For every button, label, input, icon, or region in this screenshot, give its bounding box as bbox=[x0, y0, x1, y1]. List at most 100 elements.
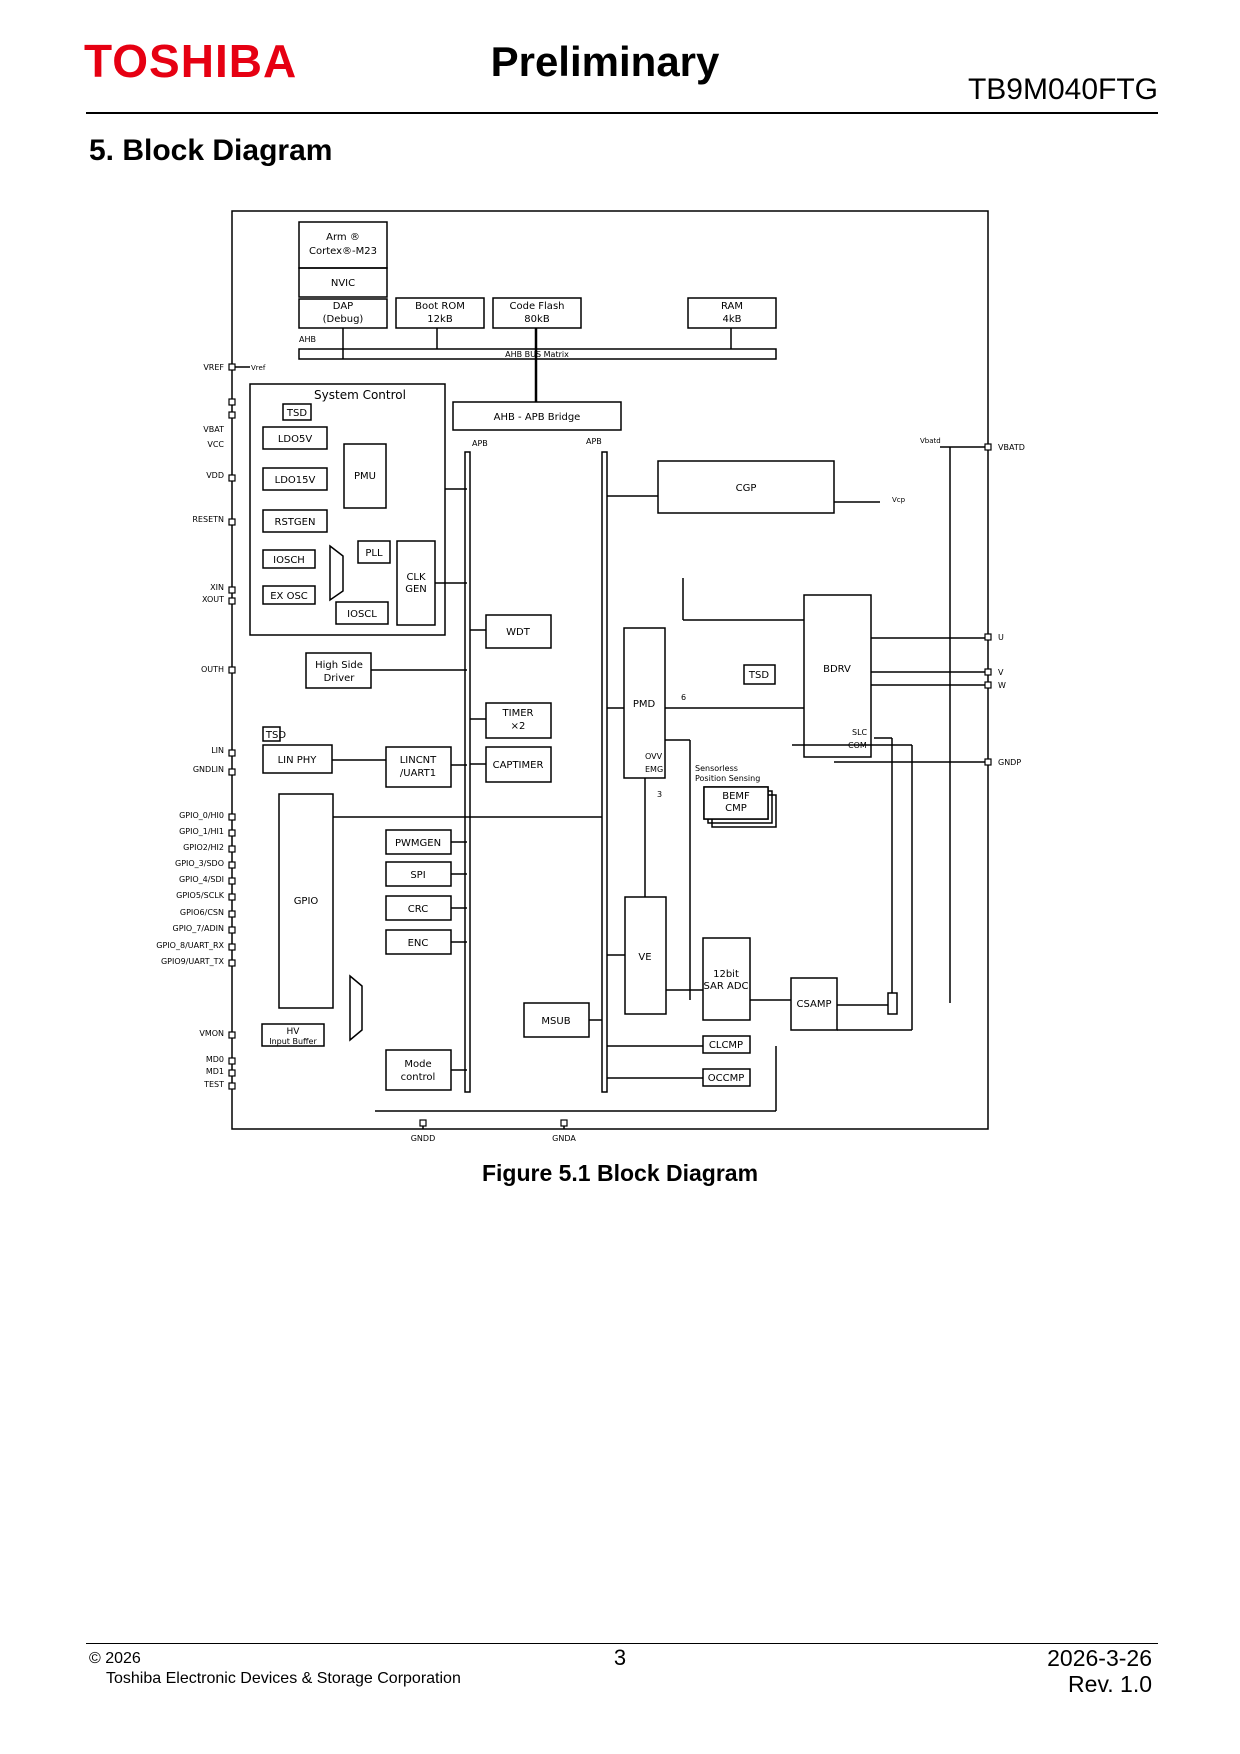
pin-md0: MD0 bbox=[206, 1055, 224, 1064]
sensorless-label-2: Position Sensing bbox=[695, 774, 760, 783]
pin-w: W bbox=[998, 681, 1006, 690]
ldo15v-label: LDO15V bbox=[275, 475, 316, 486]
pin-gpio-5: GPIO5/SCLK bbox=[176, 891, 225, 900]
ve-label: VE bbox=[638, 952, 651, 963]
msub-label: MSUB bbox=[541, 1016, 570, 1027]
pmd-label: PMD bbox=[633, 699, 656, 710]
iosch-label: IOSCH bbox=[273, 555, 305, 566]
pin-vmon: VMON bbox=[199, 1029, 224, 1038]
doc-revision: Rev. 1.0 bbox=[1068, 1671, 1152, 1697]
core-label-2: Cortex®-M23 bbox=[309, 246, 377, 257]
pin-xout: XOUT bbox=[202, 595, 224, 604]
adc-label-2: SAR ADC bbox=[703, 981, 748, 992]
occmp-label: OCCMP bbox=[708, 1073, 745, 1084]
ioscl-label: IOSCL bbox=[347, 609, 377, 620]
system-control-label: System Control bbox=[314, 388, 406, 402]
hsd-label-1: High Side bbox=[315, 660, 363, 671]
adc-label-1: 12bit bbox=[713, 969, 739, 980]
ahb-matrix-label: AHB BUS Matrix bbox=[505, 350, 569, 359]
section-title: 5. Block Diagram bbox=[89, 134, 333, 167]
pwmgen-label: PWMGEN bbox=[395, 838, 441, 849]
pin-gpio-6: GPIO6/CSN bbox=[180, 908, 224, 917]
pin-v: V bbox=[998, 668, 1004, 677]
emg-label: EMG bbox=[645, 765, 663, 774]
pin-vbatd: VBATD bbox=[998, 443, 1025, 452]
hsd-label-2: Driver bbox=[324, 673, 356, 684]
wdt-label: WDT bbox=[506, 627, 531, 638]
pin-gpio-8: GPIO_8/UART_RX bbox=[156, 941, 224, 950]
ahb-label: AHB bbox=[299, 335, 316, 344]
copyright: © 2026 bbox=[89, 1650, 141, 1667]
pmu-label: PMU bbox=[354, 471, 376, 482]
timer-label-1: TIMER bbox=[502, 708, 534, 719]
pin-u: U bbox=[998, 633, 1004, 642]
tsd-label: TSD bbox=[286, 408, 307, 419]
clkgen-label-2: GEN bbox=[405, 584, 427, 595]
dap-label-2: (Debug) bbox=[323, 314, 364, 325]
doc-date: 2026-3-26 bbox=[1047, 1645, 1152, 1671]
ovv-label: OVV bbox=[645, 752, 663, 761]
bemf-label-1: BEMF bbox=[722, 791, 750, 802]
pin-vbat: VBAT bbox=[203, 425, 224, 434]
com-label: COM bbox=[848, 741, 867, 750]
pin-gpio-9: GPIO9/UART_TX bbox=[161, 957, 225, 966]
mode-label-2: control bbox=[401, 1072, 436, 1083]
ldo5v-label: LDO5V bbox=[278, 434, 313, 445]
pin-gpio-7: GPIO_7/ADIN bbox=[173, 924, 224, 933]
cgp-label: CGP bbox=[736, 483, 757, 494]
lin-tsd-label: TSD bbox=[265, 730, 286, 741]
spi-label: SPI bbox=[410, 870, 425, 881]
pin-gpio-4: GPIO_4/SDI bbox=[179, 875, 224, 884]
pin-gndlin: GNDLIN bbox=[193, 765, 224, 774]
pin-lin: LIN bbox=[211, 746, 224, 755]
lincnt-label-1: LINCNT bbox=[400, 755, 437, 766]
pin-gpio-0: GPIO_0/HI0 bbox=[179, 811, 224, 820]
figure-caption: Figure 5.1 Block Diagram bbox=[481, 1160, 759, 1186]
pin-md1: MD1 bbox=[206, 1067, 224, 1076]
pin-xin: XIN bbox=[210, 583, 224, 592]
core-label-1: Arm ® bbox=[326, 232, 360, 243]
pin-gpio-1: GPIO_1/HI1 bbox=[179, 827, 224, 836]
slc-label: SLC bbox=[852, 728, 868, 737]
footer-rule bbox=[86, 1643, 1158, 1644]
pin-resetn: RESETN bbox=[192, 515, 224, 524]
pin-gndd: GNDD bbox=[411, 1134, 436, 1143]
exosc-label: EX OSC bbox=[270, 591, 308, 602]
hv-label-1: HV bbox=[287, 1027, 301, 1037]
enc-label: ENC bbox=[408, 938, 429, 949]
code-flash-label: Code Flash bbox=[510, 301, 565, 312]
nvic-label: NVIC bbox=[331, 278, 355, 289]
clcmp-label: CLCMP bbox=[709, 1040, 743, 1051]
apb-label-1: APB bbox=[472, 439, 488, 448]
dap-label-1: DAP bbox=[333, 301, 353, 312]
pin-test: TEST bbox=[203, 1080, 224, 1089]
bridge-label: AHB - APB Bridge bbox=[494, 412, 581, 423]
bus-width-6: 6 bbox=[681, 693, 686, 702]
vcp-label: Vcp bbox=[892, 496, 906, 504]
apb-label-2: APB bbox=[586, 437, 602, 446]
pin-vdd: VDD bbox=[206, 471, 224, 480]
pin-outh: OUTH bbox=[201, 665, 224, 674]
pin-vcc: VCC bbox=[207, 440, 224, 449]
preliminary-title: Preliminary bbox=[490, 38, 720, 85]
toshiba-logo: TOSHIBA bbox=[84, 35, 298, 87]
page-number: 3 bbox=[613, 1645, 627, 1670]
timer-label-2: ×2 bbox=[511, 721, 526, 732]
pin-gndp: GNDP bbox=[998, 758, 1021, 767]
block-diagram: Arm ® Cortex®-M23 NVIC DAP (Debug) Boot … bbox=[156, 210, 1025, 1143]
pll-label: PLL bbox=[365, 548, 383, 559]
company-name: Toshiba Electronic Devices & Storage Cor… bbox=[106, 1670, 461, 1687]
header-rule bbox=[86, 112, 1158, 114]
crc-label: CRC bbox=[408, 904, 428, 915]
boot-rom-size: 12kB bbox=[427, 314, 453, 325]
code-flash-size: 80kB bbox=[524, 314, 550, 325]
boot-rom-label: Boot ROM bbox=[415, 301, 465, 312]
right-tsd-label: TSD bbox=[748, 670, 769, 681]
pin-vref: VREF bbox=[203, 363, 224, 372]
hv-label-2: Input Buffer bbox=[269, 1037, 317, 1046]
captimer-label: CAPTIMER bbox=[493, 760, 544, 771]
bus-width-3: 3 bbox=[657, 790, 662, 799]
clkgen-label-1: CLK bbox=[406, 572, 426, 583]
pin-gpio-2: GPIO2/HI2 bbox=[183, 843, 224, 852]
linphy-label: LIN PHY bbox=[278, 755, 318, 766]
